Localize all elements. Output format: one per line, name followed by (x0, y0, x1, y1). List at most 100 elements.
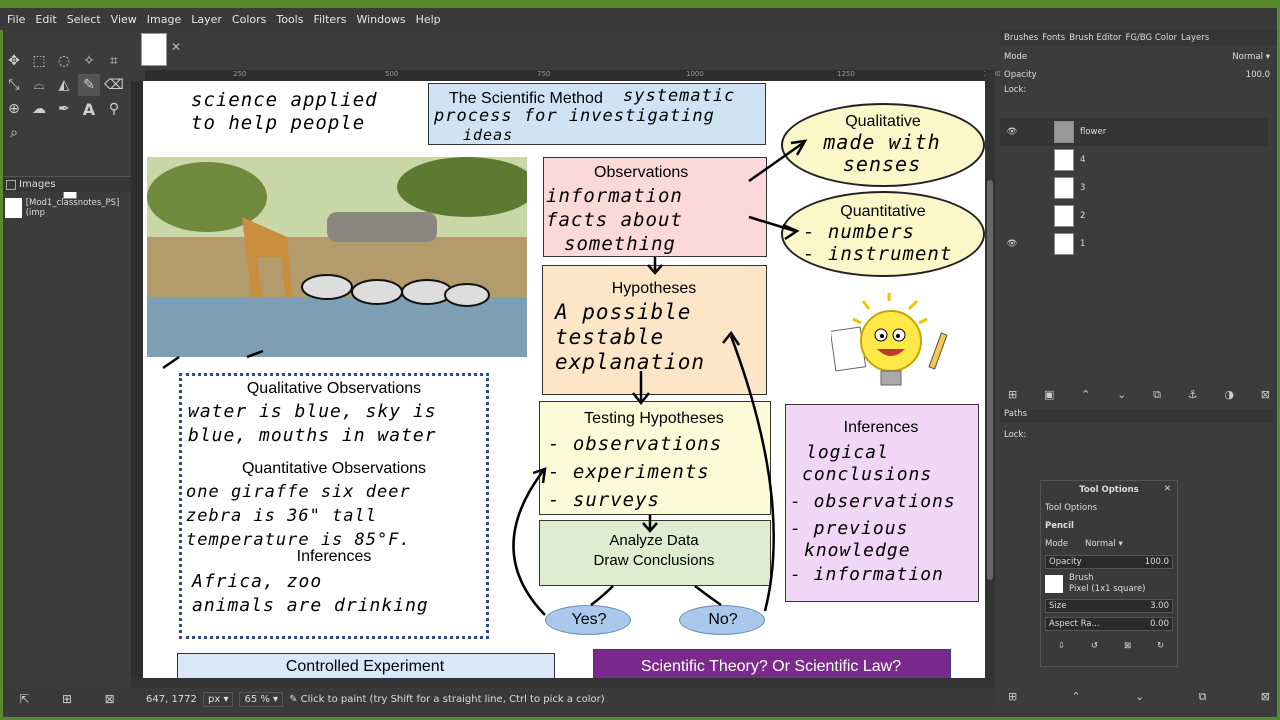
testing-title: Testing Hypotheses (584, 410, 724, 427)
mode-label: Mode (1004, 52, 1028, 62)
analyze-title: Analyze Data Draw Conclusions (540, 531, 768, 571)
new-layer-icon[interactable]: ⊞ (1008, 388, 1018, 401)
aspect-slider[interactable]: Aspect Ra...0.00 (1045, 617, 1173, 631)
bucket-icon[interactable]: ◭ (58, 77, 70, 93)
eye-icon[interactable]: 👁 (1006, 127, 1018, 137)
yes-label: Yes? (571, 611, 607, 628)
restore-icon[interactable]: ↺ (1090, 641, 1099, 651)
menu-tools[interactable]: Tools (276, 12, 304, 26)
delete-layer-icon[interactable]: ⊠ (1260, 388, 1270, 401)
layer-row[interactable]: 4 (1000, 146, 1268, 174)
lasso-icon[interactable]: ◌ (57, 53, 71, 69)
aspect-row: Aspect Ra...0.00 (1041, 615, 1177, 633)
raise-icon[interactable]: ⇱ (19, 692, 30, 706)
menu-image[interactable]: Image (146, 12, 182, 26)
hand-line: science applied (191, 89, 378, 111)
delete-path-icon[interactable]: ⊠ (1260, 690, 1270, 703)
layer-row[interactable]: 👁 1 (1000, 230, 1268, 258)
smudge-icon[interactable]: ☁ (32, 101, 46, 117)
image-list-item[interactable]: [Mod1_classnotes_PS] (imp (5, 198, 133, 218)
warp-icon[interactable]: ⌓ (33, 77, 45, 93)
mask-icon[interactable]: ◑ (1224, 388, 1234, 401)
menubar: File Edit Select View Image Layer Colors… (0, 8, 1274, 30)
menu-filters[interactable]: Filters (313, 12, 347, 26)
delete-image-icon[interactable]: ⊠ (104, 692, 115, 706)
raise-layer-icon[interactable]: ⌃ (1081, 388, 1091, 401)
tab-fg-bg-color[interactable]: FG/BG Color (1125, 33, 1178, 43)
new-group-icon[interactable]: ▣ (1043, 388, 1055, 401)
mode-select[interactable]: Normal ▾ (1232, 52, 1270, 62)
quantitative-title: Quantitative (840, 203, 926, 220)
inferences-notes: logical conclusions - observations - pre… (790, 439, 956, 588)
vertical-scrollbar[interactable] (985, 70, 995, 678)
menu-layer[interactable]: Layer (191, 12, 222, 26)
tab-label: Tool Options (1045, 503, 1098, 513)
layer-name: flower (1080, 127, 1107, 137)
pencil-icon[interactable]: ✎ (78, 74, 100, 96)
fuzzy-select-icon[interactable]: ✧ (83, 53, 95, 69)
layers-mode-row: Mode Normal ▾ (1004, 52, 1270, 62)
move-tool-icon[interactable]: ✥ (8, 53, 20, 69)
layer-row[interactable]: 2 (1000, 202, 1268, 230)
layer-row[interactable]: 3 (1000, 174, 1268, 202)
menu-file[interactable]: File (7, 12, 26, 26)
reset-icon[interactable]: ↻ (1156, 641, 1165, 651)
layers-opacity-row[interactable]: Opacity 100.0 (1004, 70, 1270, 80)
delete-icon[interactable]: ⊠ (1123, 641, 1132, 651)
image-canvas[interactable]: science applied to help people The Scien… (143, 81, 985, 678)
crop-icon[interactable]: ⌗ (110, 53, 118, 69)
tab-layers[interactable]: Layers (1181, 33, 1210, 43)
mode-select[interactable]: Normal ▾ (1085, 539, 1123, 549)
paths-icon[interactable]: ✒ (58, 101, 70, 117)
new-image-icon[interactable]: ⊞ (61, 692, 73, 706)
anchor-icon[interactable]: ⚓ (1187, 388, 1198, 401)
menu-colors[interactable]: Colors (231, 12, 267, 26)
raise-path-icon[interactable]: ⌃ (1071, 690, 1081, 703)
lower-path-icon[interactable]: ⌄ (1135, 690, 1145, 703)
qual-obs-notes: water is blue, sky is blue, mouths in wa… (188, 400, 437, 448)
no-label: No? (708, 611, 738, 628)
close-icon[interactable]: ✕ (1163, 484, 1171, 494)
new-path-icon[interactable]: ⊞ (1008, 690, 1018, 703)
unit-select[interactable]: px ▾ (203, 691, 234, 707)
duplicate-path-icon[interactable]: ⧉ (1198, 690, 1207, 703)
rect-select-icon[interactable]: ⬚ (32, 53, 46, 69)
horizontal-scrollbar[interactable] (131, 678, 995, 688)
menu-view[interactable]: View (110, 12, 137, 26)
eraser-icon[interactable]: ⌫ (104, 77, 124, 93)
scroll-thumb[interactable] (987, 180, 993, 580)
lower-layer-icon[interactable]: ⌄ (1117, 388, 1127, 401)
tab-fonts[interactable]: Fonts (1042, 33, 1066, 43)
image-tab-thumbnail[interactable] (141, 33, 167, 66)
save-preset-icon[interactable]: ⇩ (1057, 641, 1066, 651)
menu-select[interactable]: Select (66, 12, 101, 26)
brush-label: Brush (1069, 573, 1094, 583)
quant-obs-title: Quantitative Observations (241, 460, 427, 477)
layer-name: 1 (1080, 239, 1086, 249)
zoom-icon[interactable]: ⌕ (10, 125, 18, 141)
duplicate-layer-icon[interactable]: ⧉ (1153, 388, 1161, 401)
color-picker-icon[interactable]: ⚲ (108, 101, 120, 117)
hand-line: - surveys (548, 489, 660, 511)
eye-icon[interactable]: 👁 (1006, 239, 1018, 249)
ruler-mark: 500 (385, 70, 399, 78)
menu-edit[interactable]: Edit (35, 12, 57, 26)
brush-preview[interactable] (1045, 575, 1063, 593)
text-tool-icon[interactable]: A (82, 99, 96, 119)
zoom-select[interactable]: 65 % ▾ (239, 691, 284, 707)
tab-brushes[interactable]: Brushes (1004, 33, 1039, 43)
close-icon[interactable]: ✕ (171, 40, 182, 54)
transform-icon[interactable]: ⤡ (8, 77, 20, 93)
hand-line: - instrument (803, 243, 953, 265)
menu-help[interactable]: Help (415, 12, 441, 26)
observations-notes: information facts about something (546, 184, 683, 256)
tool-options-tab[interactable]: Tool Options (1041, 499, 1177, 517)
clone-icon[interactable]: ⊕ (8, 101, 20, 117)
layer-row[interactable]: 👁 flower (1000, 118, 1268, 146)
tab-brush-editor[interactable]: Brush Editor (1069, 33, 1122, 43)
layer-thumbnail (1054, 177, 1074, 199)
menu-windows[interactable]: Windows (356, 12, 406, 26)
